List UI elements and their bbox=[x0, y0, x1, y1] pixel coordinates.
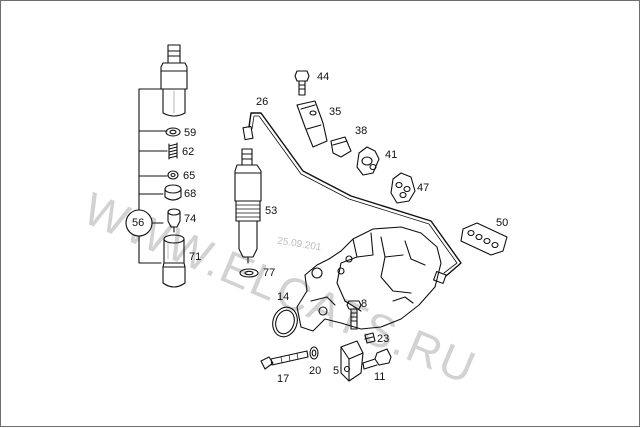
label-part-65: 65 bbox=[183, 170, 196, 182]
washer-part bbox=[165, 127, 181, 137]
spacer-part bbox=[167, 170, 179, 180]
label-part-8: 8 bbox=[361, 298, 368, 310]
label-part-53: 53 bbox=[265, 205, 278, 217]
washer-20 bbox=[309, 346, 319, 360]
label-part-38: 38 bbox=[355, 125, 368, 137]
label-part-41: 41 bbox=[385, 149, 398, 161]
nozzle-holder-upper bbox=[160, 44, 188, 117]
long-screw bbox=[260, 350, 309, 370]
label-part-59: 59 bbox=[184, 127, 197, 139]
label-part-20: 20 bbox=[309, 365, 322, 377]
label-part-74: 74 bbox=[184, 213, 197, 225]
injector-assembly bbox=[234, 148, 262, 264]
label-part-44: 44 bbox=[317, 71, 330, 83]
mounting-bracket bbox=[296, 100, 328, 148]
label-part-11: 11 bbox=[374, 371, 386, 383]
label-part-62: 62 bbox=[182, 146, 195, 158]
line-clamp-quad bbox=[460, 222, 508, 256]
group-bracket bbox=[138, 88, 168, 264]
label-part-68: 68 bbox=[184, 188, 197, 200]
label-part-5: 5 bbox=[333, 365, 340, 377]
line-clamp bbox=[356, 146, 380, 176]
line-clamp-double bbox=[390, 172, 416, 204]
clip-part bbox=[330, 136, 352, 158]
nozzle-nut bbox=[162, 234, 186, 288]
label-part-77: 77 bbox=[263, 267, 276, 279]
hex-bolt bbox=[362, 348, 392, 370]
small-nut bbox=[364, 332, 376, 344]
label-part-14: 14 bbox=[277, 291, 290, 303]
label-part-47: 47 bbox=[417, 182, 430, 194]
injection-pump bbox=[296, 226, 442, 332]
o-ring bbox=[272, 306, 298, 338]
nozzle-part bbox=[167, 208, 181, 233]
lever-part bbox=[340, 340, 364, 382]
injection-line bbox=[242, 112, 462, 284]
spring-part bbox=[168, 142, 178, 160]
label-part-26: 26 bbox=[256, 96, 269, 108]
circle-marker bbox=[125, 209, 153, 237]
sealing-washer bbox=[239, 268, 259, 278]
label-part-56: 56 bbox=[132, 217, 145, 229]
bolt-part bbox=[294, 70, 310, 96]
ring-part bbox=[164, 184, 182, 201]
label-part-71: 71 bbox=[189, 251, 202, 263]
adjusting-bolt bbox=[346, 300, 362, 330]
label-part-23: 23 bbox=[377, 333, 390, 345]
label-part-35: 35 bbox=[329, 106, 342, 118]
label-part-50: 50 bbox=[496, 217, 509, 229]
label-part-17: 17 bbox=[277, 373, 290, 385]
